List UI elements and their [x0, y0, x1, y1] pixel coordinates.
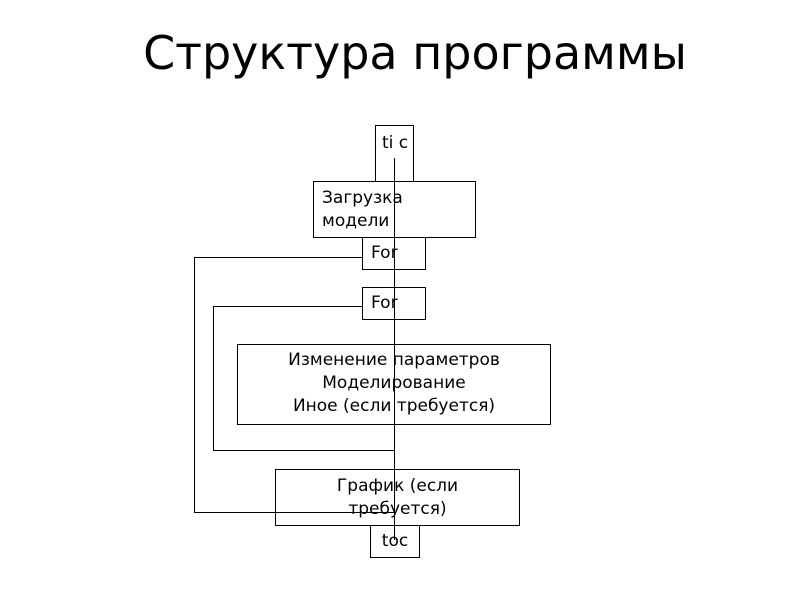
plot-block: График (если требуется)	[275, 469, 520, 526]
inner-loop-line	[213, 306, 394, 451]
body-line-2: Моделирование	[322, 373, 466, 393]
outer-loop-line	[194, 257, 394, 513]
slide-title: Структура программы	[143, 26, 687, 80]
